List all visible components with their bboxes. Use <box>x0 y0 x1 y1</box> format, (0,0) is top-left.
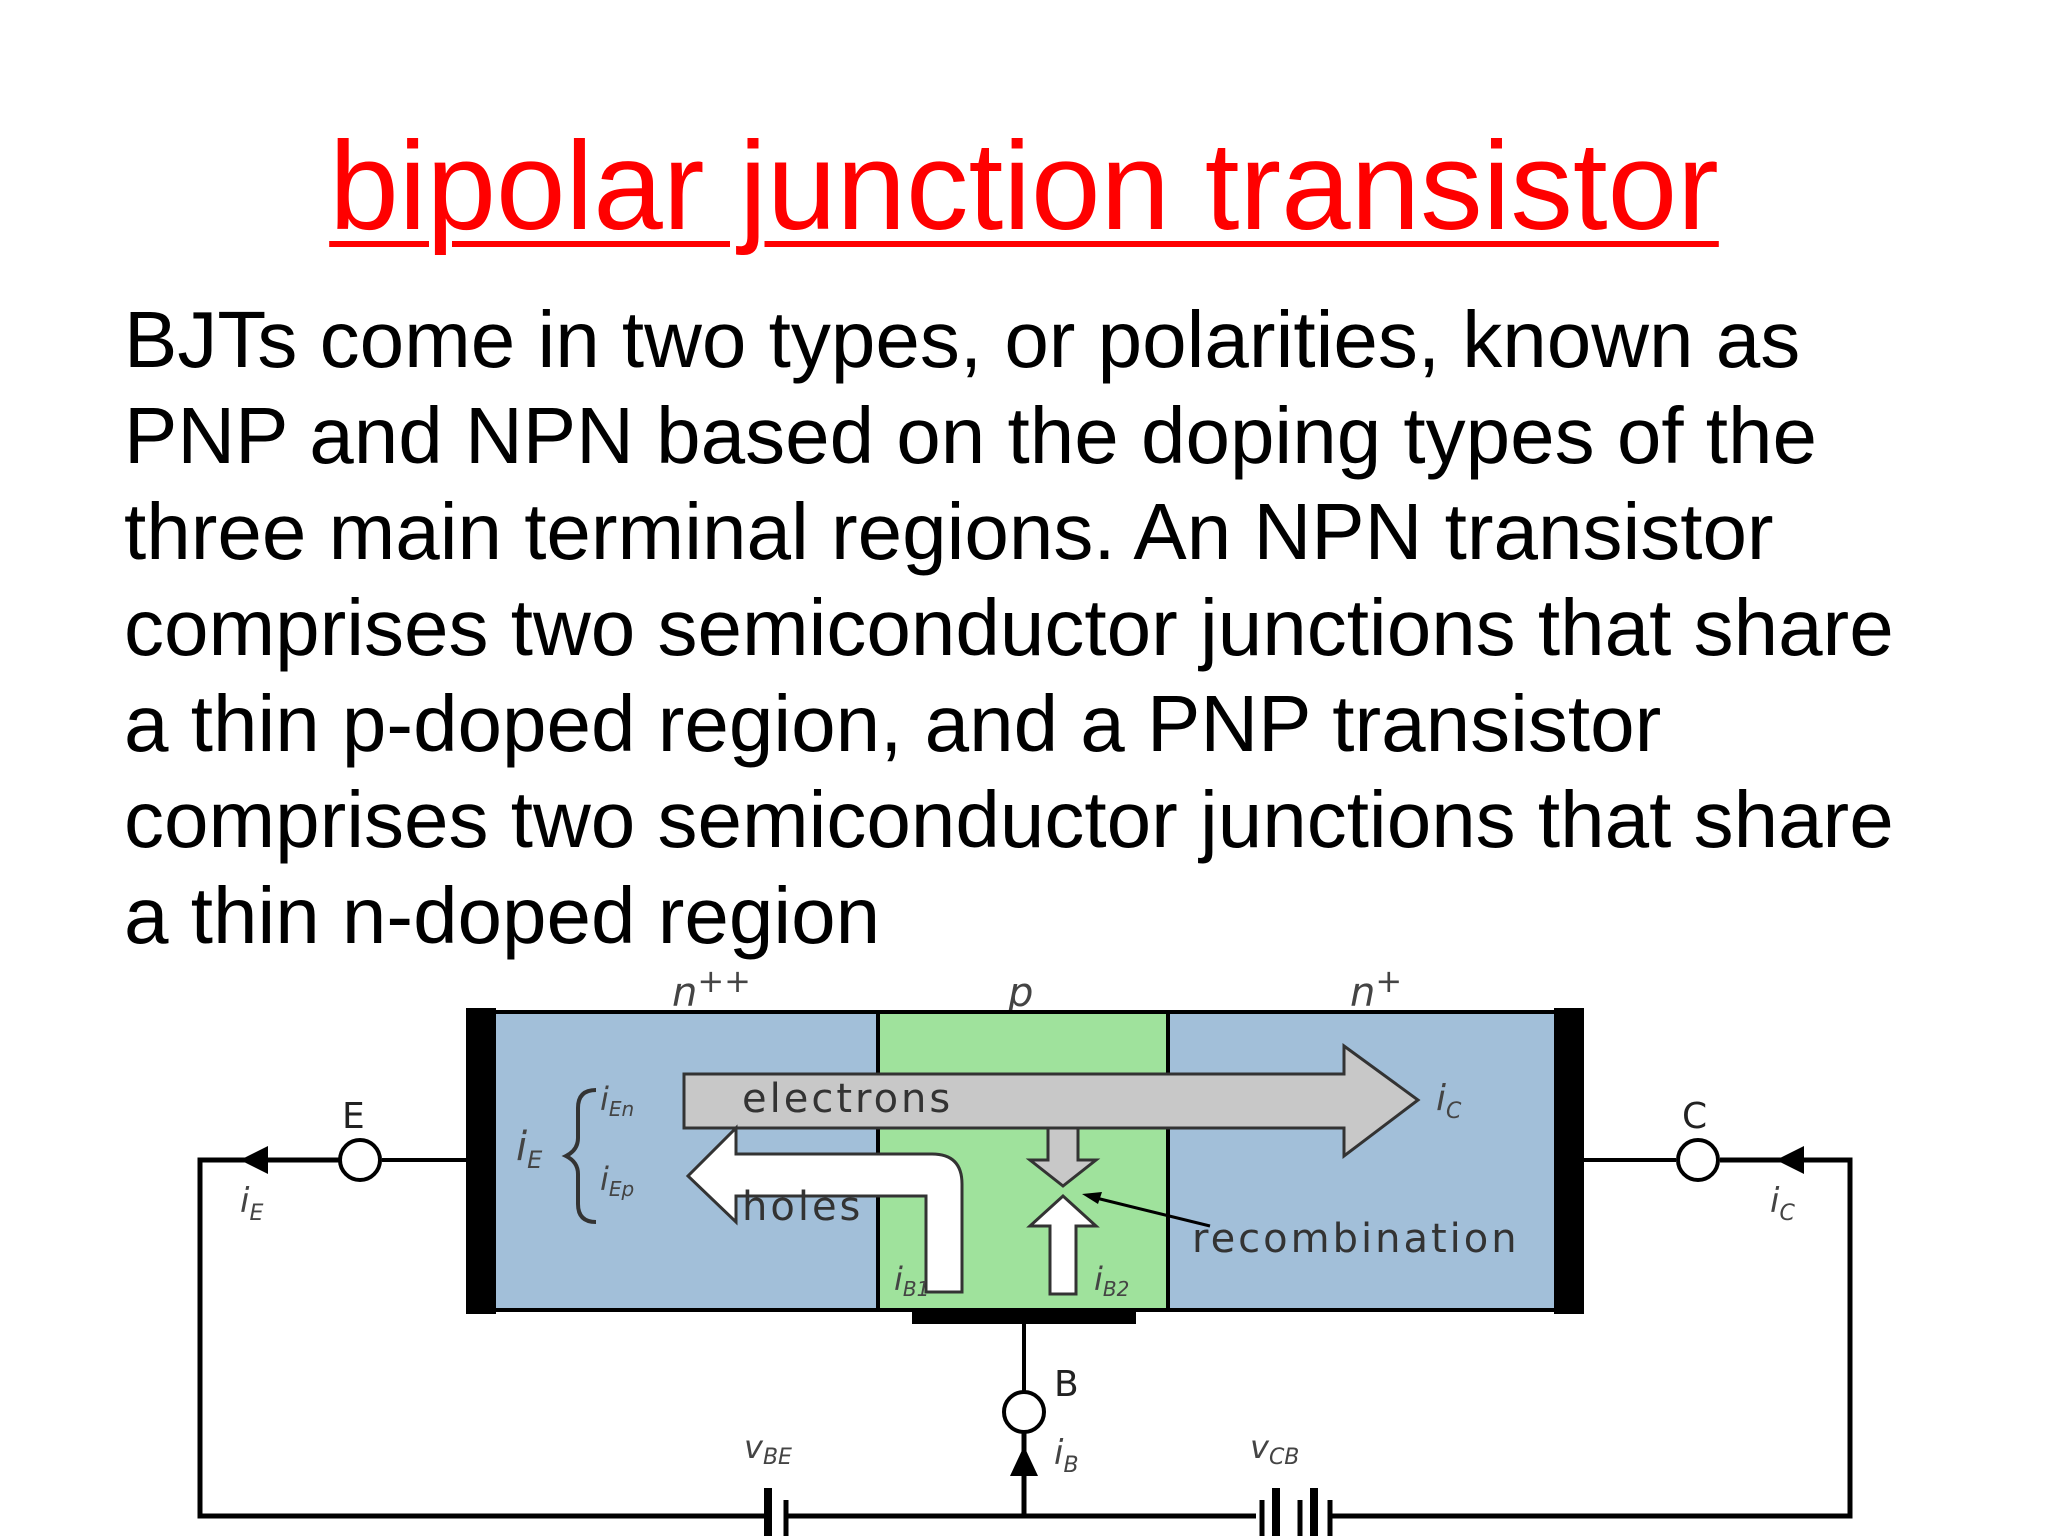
collector-region <box>1166 1010 1582 1312</box>
body-line: a thin n-doped region <box>124 871 881 960</box>
body-line: comprises two semiconductor junctions th… <box>124 583 1894 672</box>
emitter-terminal <box>338 1138 382 1182</box>
ib-wire-arrowhead <box>1010 1446 1038 1476</box>
base-terminal-label: B <box>1054 1364 1079 1405</box>
collector-terminal-label: C <box>1682 1096 1707 1137</box>
ie-wire-label: iE <box>240 1181 263 1226</box>
electrons-label: electrons <box>742 1076 953 1122</box>
emitter-region-label: n++ <box>672 962 751 1016</box>
ic-wire-arrowhead <box>1776 1146 1804 1174</box>
iep-label: iEp <box>600 1160 634 1201</box>
vcb-label: vCB <box>1250 1428 1299 1470</box>
ib-wire-label: iB <box>1054 1433 1079 1478</box>
slide-body: BJTs come in two types, or polarities, k… <box>124 292 1984 964</box>
collector-contact <box>1554 1008 1584 1314</box>
recombination-pointer-head <box>1082 1192 1102 1204</box>
body-line: PNP and NPN based on the doping types of… <box>124 391 1818 480</box>
bjt-diagram: n++ p n+ electrons holes recombination i… <box>197 962 1853 1536</box>
body-line: a thin p-doped region, and a PNP transis… <box>124 679 1662 768</box>
holes-arrow <box>685 1124 964 1294</box>
ien-label: iEn <box>600 1080 634 1121</box>
ic-wire-label: iC <box>1770 1181 1795 1226</box>
collector-terminal <box>1676 1138 1720 1182</box>
slide-title: bipolar junction transistor <box>329 117 1719 256</box>
ie-wire-arrowhead <box>240 1146 268 1174</box>
collector-region-label: n+ <box>1350 962 1402 1016</box>
ie-current-label: iE <box>516 1124 543 1174</box>
vcb-battery <box>1259 1488 1333 1536</box>
emitter-wire <box>197 1157 766 1519</box>
base-contact <box>912 1310 1136 1324</box>
body-line: three main terminal regions. An NPN tran… <box>124 487 1774 576</box>
ib2-arrow <box>1026 1193 1100 1296</box>
electron-recombination-arrow <box>1025 1126 1101 1188</box>
emitter-terminal-label: E <box>342 1096 365 1137</box>
recombination-label: recombination <box>1192 1216 1520 1262</box>
body-line: BJTs come in two types, or polarities, k… <box>124 295 1801 384</box>
ib1-label: iB1 <box>894 1260 929 1301</box>
electrons-arrow <box>682 1043 1421 1160</box>
emitter-contact <box>466 1008 496 1314</box>
holes-label: holes <box>742 1184 863 1230</box>
base-terminal <box>1002 1390 1046 1434</box>
base-region-label: p <box>1007 970 1033 1016</box>
vbe-label: vBE <box>744 1428 792 1470</box>
body-line: comprises two semiconductor junctions th… <box>124 775 1894 864</box>
vbe-battery <box>764 1488 789 1536</box>
ib2-label: iB2 <box>1094 1260 1129 1301</box>
ic-arrow-label: iC <box>1436 1078 1462 1124</box>
recombination-pointer <box>1087 1194 1211 1228</box>
ie-brace <box>561 1088 597 1224</box>
